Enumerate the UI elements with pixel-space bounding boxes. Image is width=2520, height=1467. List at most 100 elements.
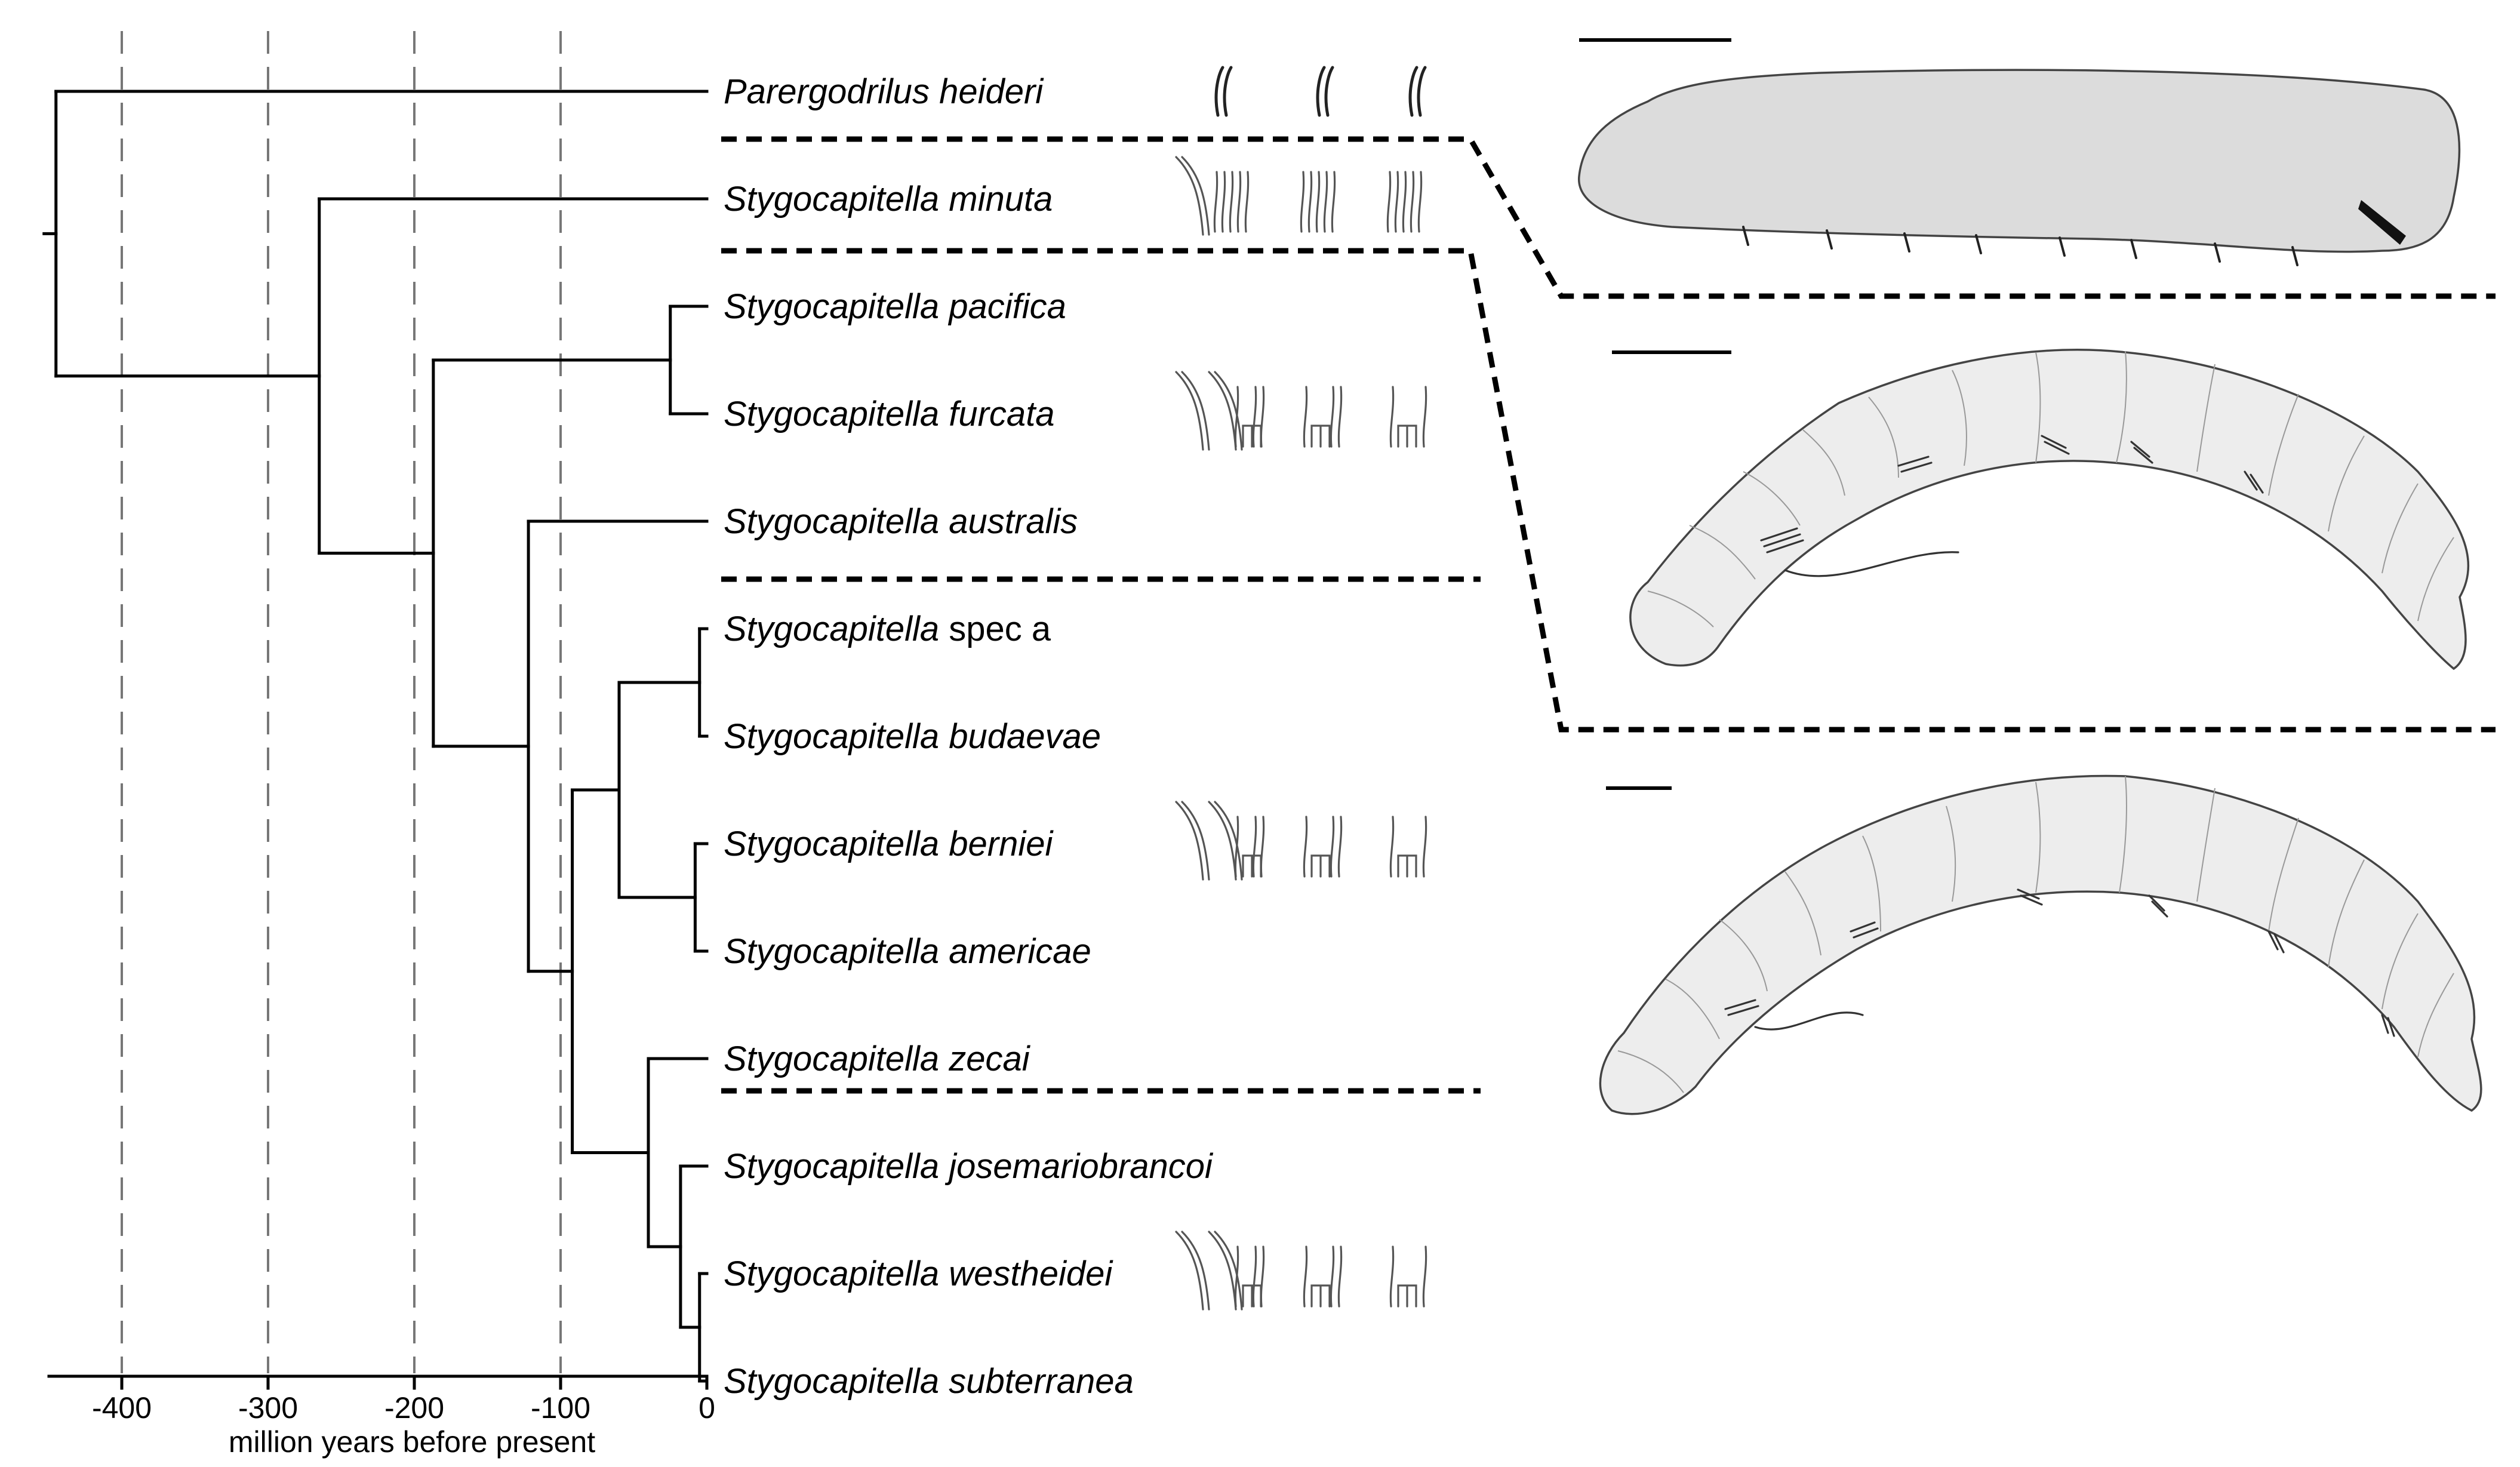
taxon-epithet: westheidei (949, 1254, 1113, 1293)
taxon-genus: Stygocapitella (724, 287, 939, 326)
time-gridlines (121, 31, 562, 1373)
chaeta (1337, 1245, 1343, 1308)
ventral-chaetae-1 (1742, 226, 2299, 266)
taxon-label: Stygocapitella australis (724, 502, 1078, 541)
taxon-genus: Stygocapitella (724, 1254, 939, 1293)
chaeta (1315, 171, 1321, 233)
long-chaeta (1175, 801, 1204, 881)
chaeta (1389, 386, 1395, 448)
long-chaeta (1175, 1231, 1204, 1311)
chaeta (1229, 171, 1234, 233)
forked-chaeta (1242, 1284, 1262, 1308)
chaeta (1252, 386, 1257, 448)
chaeta (1260, 386, 1265, 448)
chaeta (1410, 171, 1415, 233)
chaeta (1260, 816, 1265, 878)
forked-chaeta (1242, 425, 1262, 448)
long-chaeta (1175, 156, 1204, 236)
taxon-genus: Stygocapitella (724, 717, 939, 756)
forked-chaeta (1310, 854, 1331, 878)
forked-chaeta (1397, 854, 1417, 878)
chaeta (1331, 171, 1336, 233)
taxon-genus: Stygocapitella (724, 502, 939, 541)
chaeta (1402, 171, 1407, 233)
taxon-epithet: budaevae (949, 717, 1101, 756)
chaeta (1330, 1245, 1335, 1308)
long-chaeta (1214, 371, 1243, 451)
forked-chaeta (1397, 425, 1417, 448)
taxon-epithet: berniei (949, 825, 1054, 863)
chaetae-group-long-plus-forked (1175, 801, 1427, 881)
long-chaeta (1214, 1231, 1243, 1311)
group-separators (721, 136, 2496, 1094)
chaeta (1330, 816, 1335, 878)
chaeta (1234, 816, 1239, 878)
chaeta (1303, 386, 1308, 448)
taxon-label: Stygocapitella pacifica (724, 287, 1066, 326)
taxon-epithet: furcata (949, 395, 1054, 433)
worm-body-1 (1578, 69, 2461, 253)
chaetae-group-long-plus-bundles (1175, 156, 1423, 236)
bidentate-chaeta (1214, 66, 1224, 117)
forked-chaeta (1310, 1284, 1331, 1308)
taxon-label: Stygocapitella budaevae (724, 717, 1101, 756)
axis-tick-label-0: 0 (699, 1391, 715, 1425)
long-chaeta (1181, 371, 1210, 451)
taxon-epithet: pacifica (947, 287, 1066, 326)
long-chaeta (1181, 156, 1210, 236)
chaetae-group-long-plus-forked (1175, 1231, 1427, 1311)
chaeta (1260, 1245, 1265, 1308)
worm-body-3 (1599, 774, 2482, 1115)
bidentate-chaeta (1417, 66, 1427, 117)
taxon-label: Stygocapitella americae (724, 932, 1091, 971)
taxon-genus: Stygocapitella (724, 932, 939, 971)
body-illustration-2 (1612, 349, 2470, 671)
taxon-epithet: josemariobrancoi (944, 1147, 1214, 1186)
taxon-label: Stygocapitella westheidei (724, 1254, 1113, 1293)
bidentate-chaeta (1223, 66, 1233, 117)
taxon-genus: Stygocapitella (724, 1039, 939, 1078)
axis-tick-label-100: -100 (531, 1391, 590, 1425)
long-chaeta (1181, 1231, 1210, 1311)
chaeta (1234, 386, 1239, 448)
chaeta (1422, 386, 1427, 448)
chaeta (1252, 816, 1257, 878)
chaetae-group-bidentate-pair (1214, 66, 1427, 117)
chaeta (1300, 171, 1305, 233)
taxon-epithet: americae (949, 932, 1091, 971)
chaeta (1213, 171, 1219, 233)
bidentate-chaeta (1324, 66, 1334, 117)
long-chaeta (1208, 801, 1237, 881)
chaeta (1244, 171, 1250, 233)
taxon-label: Stygocapitella spec a (724, 610, 1051, 648)
segment-lines-3 (1617, 776, 2454, 1093)
taxon-epithet: australis (949, 502, 1078, 541)
chaeta (1234, 1245, 1239, 1308)
time-axis: million years before present -400 -300 -20… (47, 1374, 715, 1459)
body-chaetae-3 (1724, 888, 2395, 1037)
axis-tick-label-200: -200 (384, 1391, 444, 1425)
taxon-genus: Stygocapitella (724, 395, 939, 433)
chaeta (1236, 171, 1242, 233)
forked-chaeta (1242, 854, 1262, 878)
axis-tick-label-300: -300 (238, 1391, 298, 1425)
taxon-epithet: spec a (949, 610, 1051, 648)
taxon-label: Stygocapitella zecai (724, 1039, 1031, 1078)
long-chaeta (1214, 801, 1243, 881)
body-illustration-3 (1599, 774, 2482, 1115)
axis-tick-label-400: -400 (92, 1391, 152, 1425)
taxon-label: Stygocapitella subterranea (724, 1362, 1134, 1401)
chaeta (1303, 816, 1308, 878)
chaeta (1394, 171, 1399, 233)
chaeta (1337, 816, 1343, 878)
body-illustration-1 (1578, 38, 2461, 266)
taxon-epithet: subterranea (949, 1362, 1134, 1401)
taxon-genus: Stygocapitella (724, 180, 939, 219)
taxon-label: Stygocapitella josemariobrancoi (724, 1147, 1214, 1186)
time-axis-title: million years before present (229, 1425, 595, 1459)
worm-body-2 (1629, 349, 2470, 671)
taxon-genus: Stygocapitella (724, 1362, 939, 1401)
taxon-label: Stygocapitella furcata (724, 395, 1055, 433)
chaeta (1386, 171, 1392, 233)
